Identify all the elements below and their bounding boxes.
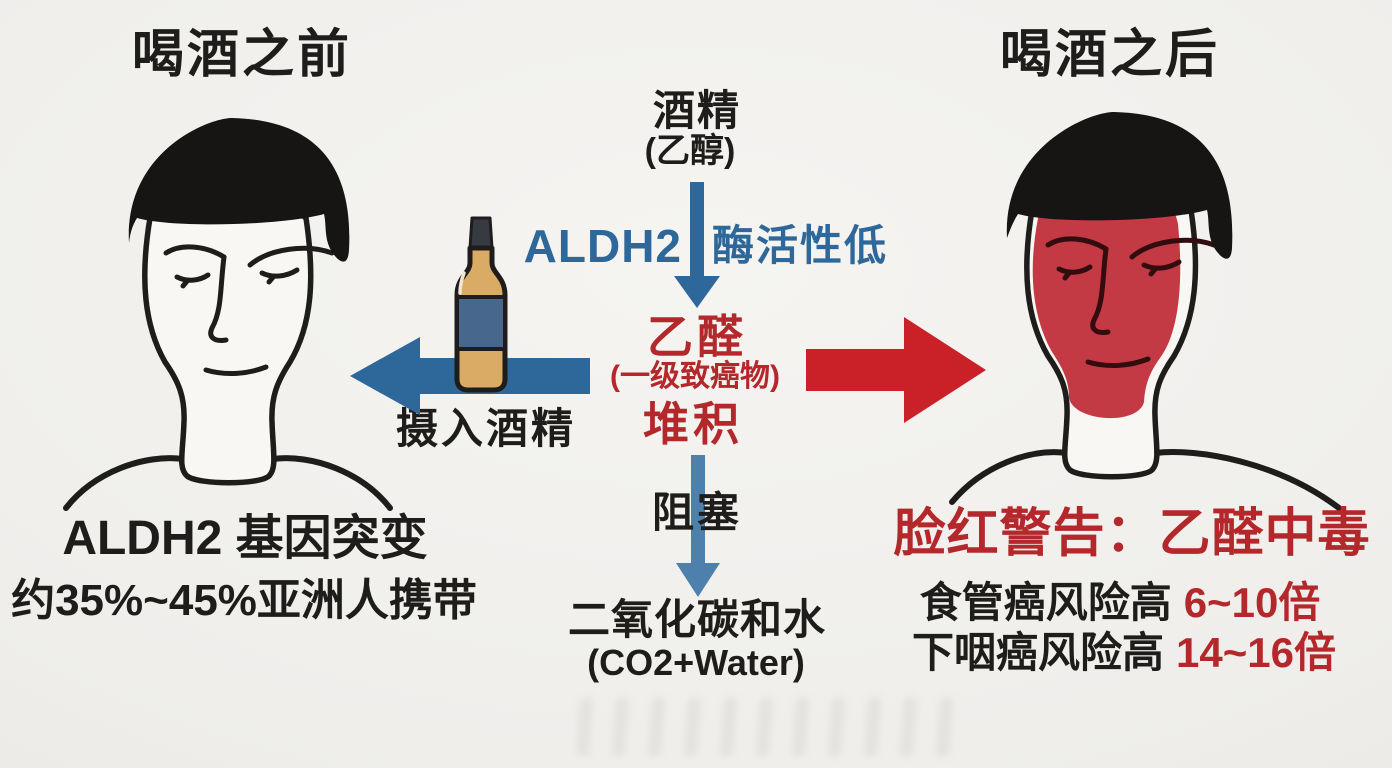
left-eye	[1056, 264, 1093, 275]
left-eye	[174, 272, 211, 283]
bottle-cap	[468, 216, 494, 250]
end-product-sub-label: (CO2+Water)	[587, 642, 805, 683]
risk-label: 食管癌风险高	[919, 579, 1172, 626]
left-shoulder-line	[63, 455, 186, 511]
hair-shape	[1006, 112, 1233, 259]
flush-warning-label: 脸红警告：乙醛中毒	[893, 505, 1371, 563]
nose-line	[208, 254, 229, 343]
mouth-line	[1085, 356, 1151, 369]
whiskey-bottle-icon	[454, 216, 508, 393]
right-eye-tick	[1148, 265, 1159, 277]
right-eye	[1141, 259, 1182, 271]
enzyme-label: ALDH2	[523, 220, 682, 272]
end-product-label: 二氧化碳和水	[567, 596, 827, 643]
mouth-line	[203, 364, 269, 377]
right-eyebrow	[247, 245, 335, 268]
left-eye-tick	[1062, 269, 1073, 281]
asian-carrier-stat-label: 约35%~45%亚洲人携带	[11, 576, 477, 625]
face-features	[163, 244, 335, 377]
face-after-illustration	[949, 112, 1342, 511]
alcohol-label: 酒精	[652, 87, 742, 134]
right-shoulder-line	[1152, 449, 1342, 511]
risk-value: 6~10倍	[1183, 579, 1321, 626]
accumulate-label: 堆积	[643, 398, 743, 450]
right-eyebrow	[1129, 237, 1217, 260]
title-before-drinking: 喝酒之前	[131, 26, 353, 84]
enzyme-note-label: 酶活性低	[712, 222, 889, 269]
arrow-down-icon	[674, 182, 720, 308]
watermark	[575, 698, 971, 756]
face-features	[1045, 236, 1217, 369]
risk-label: 下咽癌风险高	[912, 629, 1165, 676]
title-after-drinking: 喝酒之后	[999, 26, 1221, 84]
right-eye	[259, 267, 300, 279]
right-eye-tick	[266, 273, 277, 285]
face-before-illustration	[63, 118, 393, 511]
left-eye-tick	[180, 277, 191, 289]
alcohol-sub-label: (乙醇)	[644, 132, 736, 170]
block-label: 阻塞	[651, 489, 743, 536]
left-eyebrow	[163, 244, 227, 260]
arrow-down-icon	[676, 455, 720, 597]
nose-line	[1090, 246, 1111, 335]
bottle-highlight	[458, 271, 466, 295]
carcinogen-label: (一级致癌物)	[610, 360, 780, 393]
intake-alcohol-label: 摄入酒精	[395, 405, 577, 452]
bottle-label	[455, 295, 507, 351]
acetaldehyde-label: 乙醛	[647, 311, 747, 363]
risk-value: 14~16倍	[1176, 629, 1336, 676]
left-shoulder-line	[949, 449, 1070, 505]
arrow-right-icon	[806, 317, 986, 423]
left-eyebrow	[1045, 236, 1109, 252]
right-shoulder-line	[270, 455, 393, 511]
gene-mutation-label: ALDH2 基因突变	[62, 512, 428, 565]
hair-shape	[128, 118, 350, 262]
